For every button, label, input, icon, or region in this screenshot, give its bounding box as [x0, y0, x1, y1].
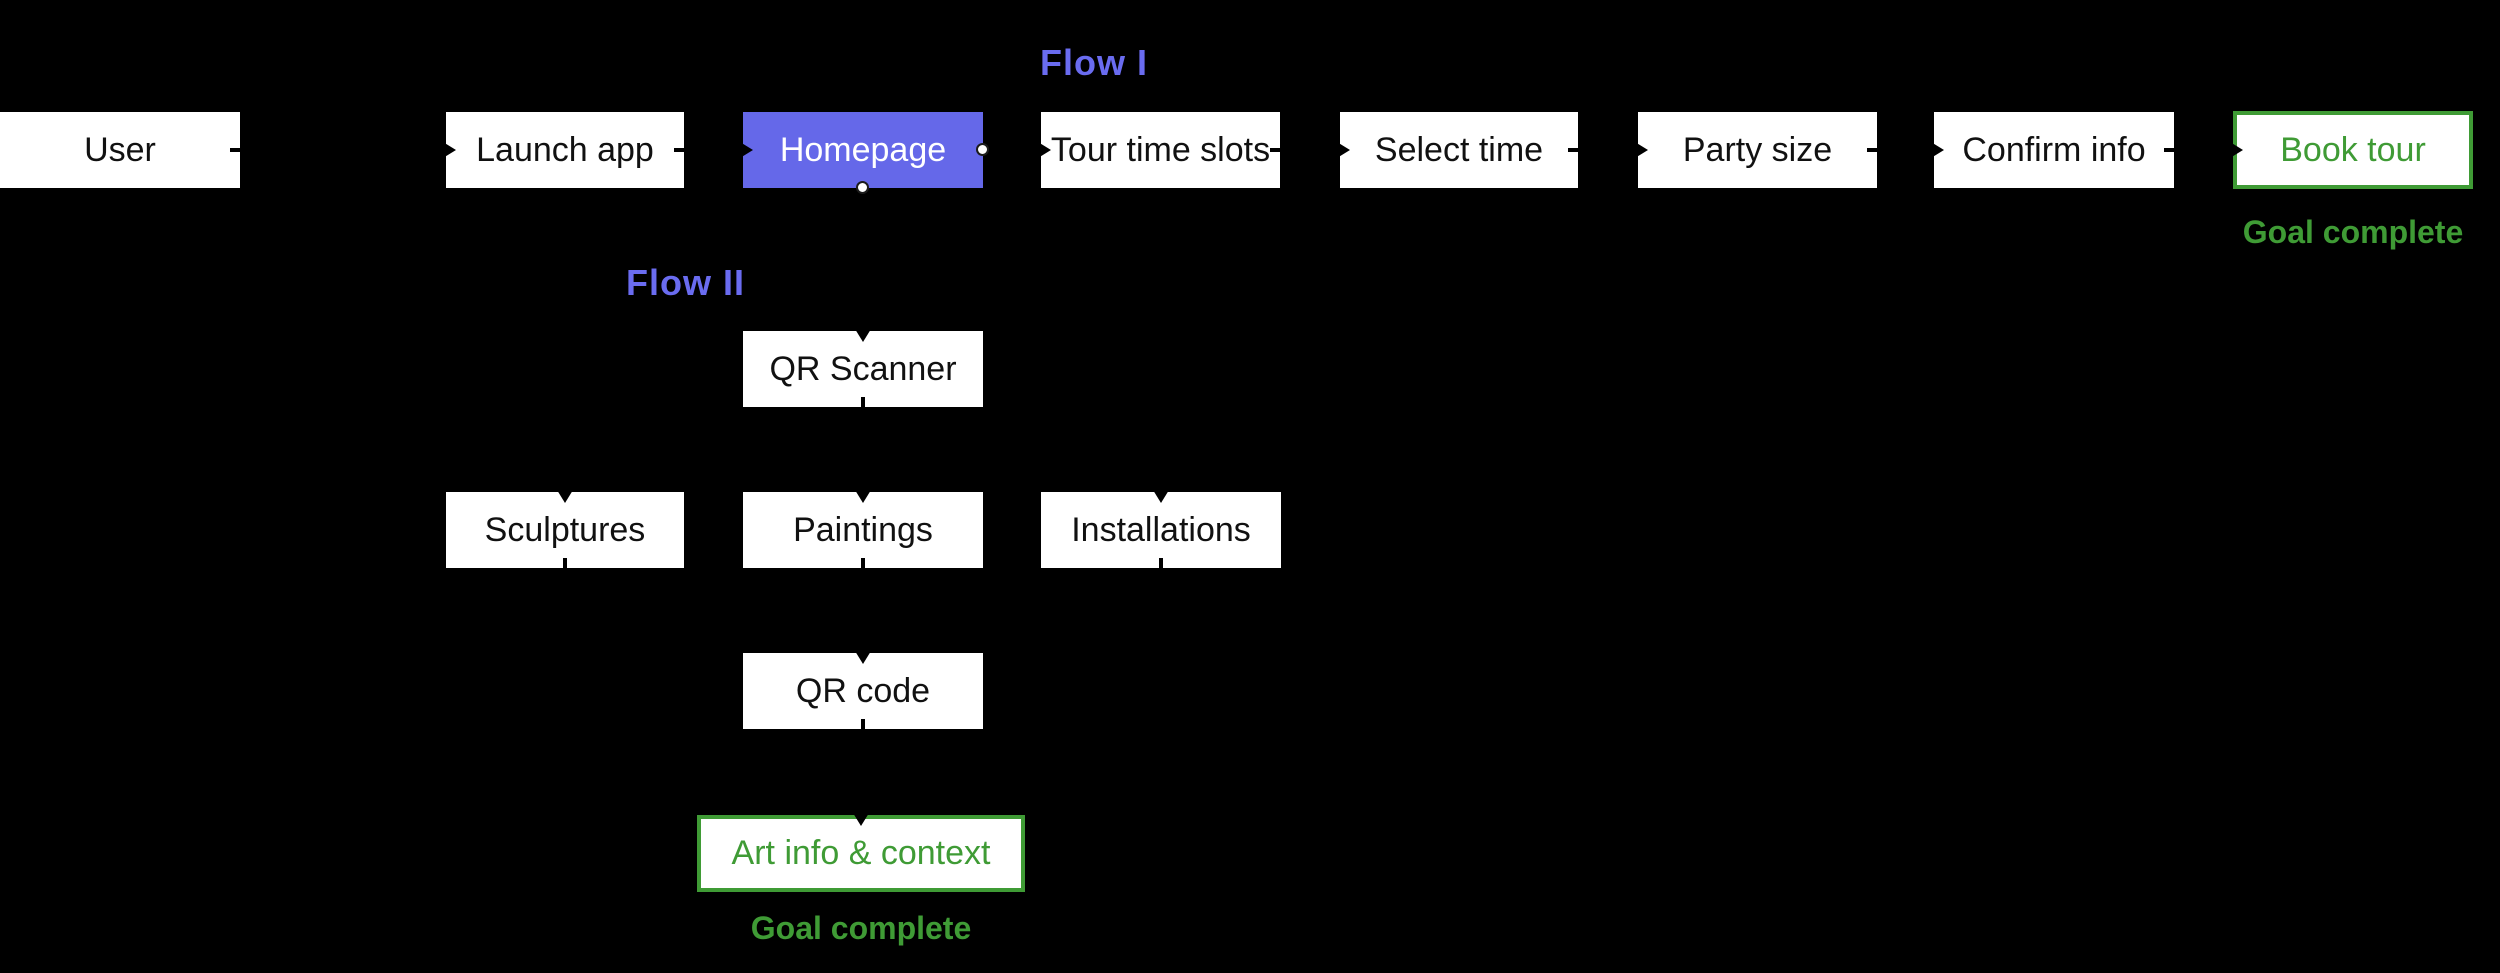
node-select-time[interactable]: Select time [1340, 112, 1578, 188]
flow2-label: Flow II [626, 262, 745, 303]
connector-stub [1867, 148, 1878, 152]
connector-endpoint-dot[interactable] [856, 181, 869, 194]
arrowhead-right-icon [1931, 142, 1944, 158]
node-book-tour[interactable]: Book tour [2233, 111, 2473, 189]
arrowhead-down-icon [853, 813, 869, 826]
node-qr-code[interactable]: QR code [743, 653, 983, 729]
arrowhead-down-icon [855, 490, 871, 503]
arrowhead-right-icon [443, 142, 456, 158]
arrowhead-right-icon [1635, 142, 1648, 158]
flow1-goal-complete-label: Goal complete [2242, 214, 2464, 250]
arrowhead-down-icon [855, 329, 871, 342]
arrowhead-right-icon [740, 142, 753, 158]
node-sculptures[interactable]: Sculptures [446, 492, 684, 568]
node-tour-time-slots[interactable]: Tour time slots [1041, 112, 1280, 188]
arrowhead-right-icon [1038, 142, 1051, 158]
node-homepage[interactable]: Homepage [743, 112, 983, 188]
node-launch-app[interactable]: Launch app [446, 112, 684, 188]
connector-endpoint-dot[interactable] [976, 143, 989, 156]
flow2-goal-complete-label: Goal complete [750, 910, 972, 946]
connector-stub [674, 148, 685, 152]
node-installations[interactable]: Installations [1041, 492, 1281, 568]
connector-stub [861, 397, 865, 408]
arrowhead-down-icon [557, 490, 573, 503]
node-confirm-info[interactable]: Confirm info [1934, 112, 2174, 188]
arrowhead-down-icon [1153, 490, 1169, 503]
node-paintings[interactable]: Paintings [743, 492, 983, 568]
arrowhead-down-icon [855, 651, 871, 664]
flow1-label: Flow I [1040, 42, 1148, 83]
connector-stub [1159, 558, 1163, 569]
node-party-size[interactable]: Party size [1638, 112, 1877, 188]
node-art-info-context[interactable]: Art info & context [697, 815, 1025, 892]
connector-stub [230, 148, 241, 152]
connector-stub [861, 719, 865, 730]
arrowhead-right-icon [2230, 142, 2243, 158]
connector-stub [2164, 148, 2175, 152]
node-qr-scanner[interactable]: QR Scanner [743, 331, 983, 407]
arrowhead-right-icon [1337, 142, 1350, 158]
connector-stub [861, 558, 865, 569]
node-user[interactable]: User [0, 112, 240, 188]
connector-stub [1270, 148, 1281, 152]
connector-stub [1568, 148, 1579, 152]
connector-stub [563, 558, 567, 569]
